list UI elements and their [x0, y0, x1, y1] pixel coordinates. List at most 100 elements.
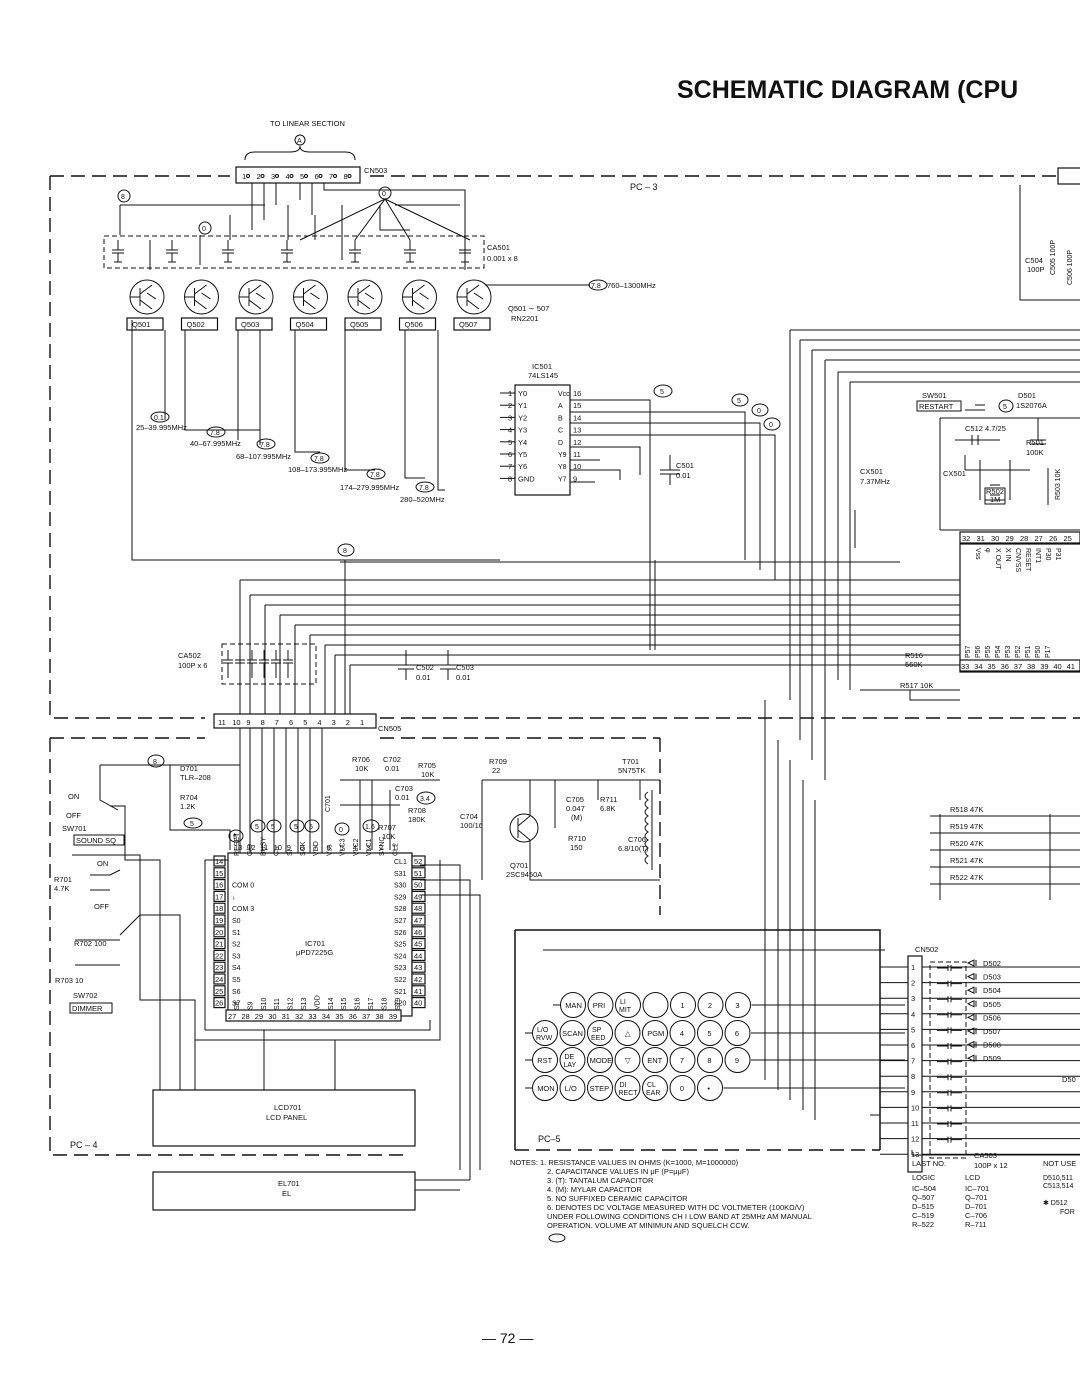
keypad-button	[697, 992, 724, 1018]
r502-value: 1M	[990, 495, 1000, 504]
bubble-5-cpu: 5	[1003, 404, 1007, 411]
ca503-capacitor	[937, 1058, 962, 1065]
ca502-label: CA502	[178, 651, 201, 660]
cn503-pin: 7	[329, 172, 333, 181]
bubble-8-pc4: 8	[153, 759, 157, 766]
cpu-top-pin: 27	[1035, 534, 1043, 543]
ic701-right-label: S26	[394, 930, 407, 937]
ic701-top-pin: 1	[392, 843, 396, 852]
keypad-button-label: 2	[708, 1001, 712, 1010]
cn502-pin: 5	[911, 1025, 915, 1034]
c506-label: C506 100P	[1067, 250, 1074, 285]
ic701-top-pin: 9	[287, 843, 291, 852]
cn503-connector	[235, 166, 361, 184]
ic701-left-pin-box	[213, 949, 226, 962]
last-no-lcd-value: Q–701	[965, 1193, 988, 1202]
r516-value: 560K	[905, 660, 923, 669]
bubble-0-b: 0	[757, 408, 761, 415]
diode-symbol	[966, 959, 977, 967]
ic501-right-label: Vcc	[558, 391, 570, 398]
ic701-bottom-pin: 30	[268, 1012, 276, 1021]
ic501-right-label: Y7	[558, 476, 567, 483]
keypad-button-label: RST	[537, 1056, 552, 1065]
cpu-bottom-pin: 34	[974, 662, 982, 671]
ic701-right-label: S20	[394, 1001, 407, 1008]
c504-value: 100P	[1027, 265, 1045, 274]
cpu-bottom-pin: 41	[1067, 662, 1075, 671]
keypad-button	[532, 1020, 558, 1046]
cpu-bottom-label: P51	[1025, 645, 1032, 658]
ic701-left-pin-box	[213, 937, 226, 950]
not-used-4: FOR	[1060, 1209, 1075, 1216]
diode-label: D503	[983, 973, 1001, 982]
c706-label: C706	[628, 835, 646, 844]
cpu-top-label: P31	[1054, 548, 1061, 561]
keypad-button	[697, 1075, 723, 1101]
ic701-left-pin: 24	[215, 975, 223, 984]
c702-value: 0.01	[385, 764, 400, 773]
cpu-top-label: φ	[984, 548, 991, 553]
keypad-button	[724, 1020, 751, 1046]
cpu-top-label: RESET	[1024, 548, 1031, 572]
r704-value: 1.2K	[180, 802, 195, 811]
ic701-bottom-label: S19	[395, 997, 402, 1010]
keypad-button-label: PGM	[647, 1029, 664, 1038]
ca502-capacitor	[247, 650, 257, 678]
keypad-button-label: MAN	[565, 1001, 582, 1010]
to-linear-section-label: TO LINEAR SECTION	[270, 119, 345, 128]
cn502-pin: 12	[911, 1135, 919, 1144]
keypad-button	[559, 1047, 586, 1073]
r704-label: R704	[180, 793, 198, 802]
cn503-pin-dot	[260, 174, 265, 178]
c705-value: 0.047	[566, 804, 585, 813]
ca503-capacitor	[937, 1089, 962, 1096]
cx501-value: 7.37MHz	[860, 477, 890, 486]
ic701-bottom-strip	[225, 1009, 402, 1022]
bubble-34: 3.4	[420, 796, 430, 803]
c501-label: C501	[676, 461, 694, 470]
ca503-capacitor	[937, 965, 962, 971]
ic701-bottom-label: S10	[261, 997, 268, 1010]
cn505-pin: 10	[232, 718, 240, 727]
cn503-pin: 4	[286, 172, 290, 181]
q701-label: Q701	[510, 861, 528, 870]
ic701-top-pin: 7	[313, 843, 317, 852]
ic701-right-pin: 47	[414, 916, 422, 925]
ic701-part: μPD7225G	[296, 948, 333, 957]
bubble-78-1: 7.8	[210, 430, 220, 437]
ic701-right-label: CL1	[394, 859, 407, 866]
cpu-bottom-label: P53	[1005, 645, 1012, 658]
ic701-left-pin-box	[213, 878, 226, 891]
cpu-bottom-pin: 36	[1001, 662, 1009, 671]
cx501b-label: CX501	[943, 469, 966, 478]
transistor-label: Q501	[132, 320, 150, 329]
ca501-capacitor	[349, 240, 361, 263]
ic701-left-label: S0	[232, 918, 241, 925]
sw702-off: OFF	[94, 902, 109, 911]
cn503-pin: 6	[315, 172, 319, 181]
r707-value: 10K	[382, 832, 395, 841]
bubble-78-3: 7.8	[314, 456, 324, 463]
last-no-lcd-value: D–701	[965, 1202, 987, 1211]
ic701-right-pin-box	[411, 996, 426, 1009]
transistor-outputs	[131, 320, 500, 561]
diode-label: D505	[983, 1000, 1001, 1009]
c502-label: C502	[416, 663, 434, 672]
r701-value: 4.7K	[54, 884, 69, 893]
ic701-left-pin-box	[213, 996, 226, 1009]
freq-6: 280–520MHz	[400, 495, 445, 504]
ic701-top-pin: 11	[260, 843, 268, 852]
cpu-top-pin: 30	[991, 534, 999, 543]
ic701-top-pin: 2	[379, 843, 383, 852]
c504-label: C504	[1025, 256, 1043, 265]
ic701-left-pin: 26	[215, 999, 223, 1008]
lcd701-label: LCD701	[274, 1103, 302, 1112]
ic501-right-pin: 11	[573, 450, 581, 459]
ic701-right-pin: 52	[414, 857, 422, 866]
cpu-bottom-label: P54	[995, 645, 1002, 658]
keypad-button-label: 7	[680, 1056, 684, 1065]
sw701-off: OFF	[66, 811, 81, 820]
